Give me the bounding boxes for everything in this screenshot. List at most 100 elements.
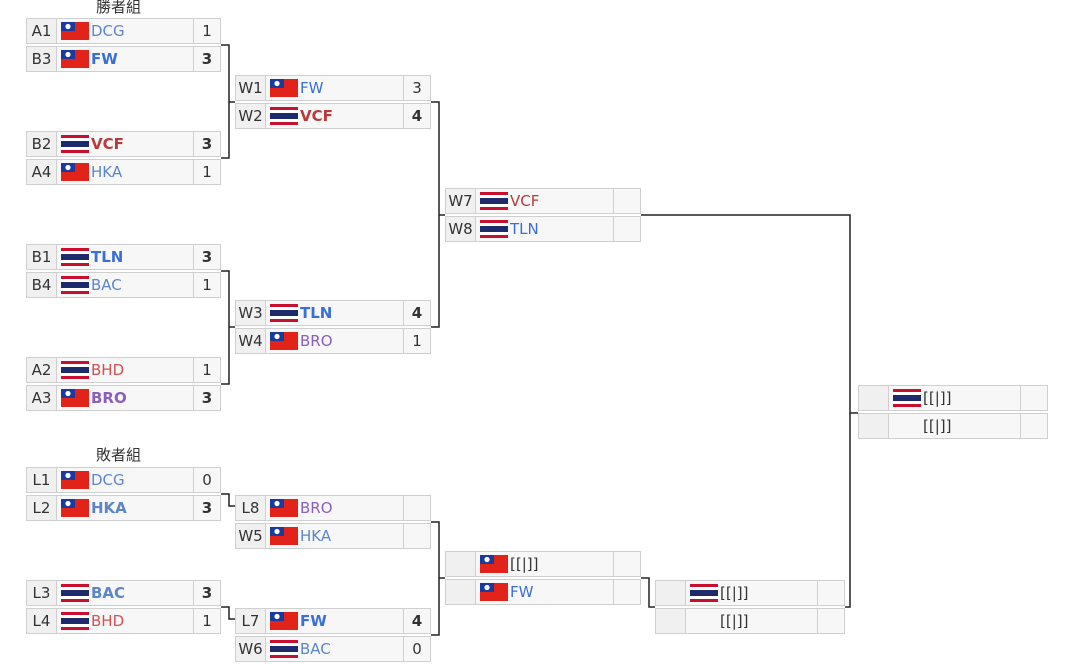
team-row[interactable]: [[|]] bbox=[445, 551, 641, 577]
team-name[interactable]: FW bbox=[300, 79, 324, 97]
thailand-flag-icon bbox=[61, 584, 89, 602]
taiwan-flag-icon bbox=[61, 163, 89, 181]
team-cell[interactable]: BAC bbox=[57, 581, 194, 605]
team-row[interactable]: [[|]] bbox=[655, 608, 845, 634]
team-name[interactable]: VCF bbox=[510, 192, 540, 210]
team-name[interactable]: DCG bbox=[91, 471, 125, 489]
team-cell[interactable]: [[|]] bbox=[476, 552, 614, 576]
team-name[interactable]: TLN bbox=[510, 220, 539, 238]
team-cell[interactable]: DCG bbox=[57, 468, 194, 492]
team-name[interactable]: BHD bbox=[91, 612, 125, 630]
team-cell[interactable]: FW bbox=[57, 47, 194, 71]
team-name[interactable]: BAC bbox=[91, 584, 126, 602]
team-name[interactable]: BRO bbox=[300, 332, 333, 350]
team-cell[interactable]: TLN bbox=[476, 217, 614, 241]
team-cell[interactable]: FW bbox=[266, 609, 404, 633]
seed-label bbox=[446, 580, 476, 604]
team-cell[interactable]: FW bbox=[476, 580, 614, 604]
team-cell[interactable]: HKA bbox=[266, 524, 404, 548]
team-name[interactable]: BAC bbox=[91, 276, 122, 294]
team-cell[interactable]: VCF bbox=[57, 132, 194, 156]
seed-label: L3 bbox=[27, 581, 57, 605]
team-name[interactable]: BAC bbox=[300, 640, 331, 658]
team-cell[interactable]: FW bbox=[266, 76, 404, 100]
team-name[interactable]: VCF bbox=[91, 135, 124, 153]
team-cell[interactable]: VCF bbox=[266, 104, 404, 128]
taiwan-flag-icon bbox=[61, 499, 89, 517]
team-cell[interactable]: BRO bbox=[266, 496, 404, 520]
team-name[interactable]: FW bbox=[300, 612, 327, 630]
score-cell bbox=[1021, 386, 1047, 410]
team-cell[interactable]: BHD bbox=[57, 358, 194, 382]
team-cell[interactable]: BAC bbox=[57, 273, 194, 297]
team-name[interactable]: [[|]] bbox=[720, 612, 749, 630]
team-row[interactable]: [[|]] bbox=[655, 580, 845, 606]
team-cell[interactable]: [[|]] bbox=[686, 609, 818, 633]
team-name[interactable]: FW bbox=[510, 583, 534, 601]
team-row[interactable]: [[|]] bbox=[858, 413, 1048, 439]
team-cell[interactable]: TLN bbox=[57, 245, 194, 269]
team-row[interactable]: FW bbox=[445, 579, 641, 605]
team-name[interactable]: BHD bbox=[91, 361, 125, 379]
team-cell[interactable]: BRO bbox=[57, 386, 194, 410]
team-name[interactable]: [[|]] bbox=[923, 389, 952, 407]
team-cell[interactable]: HKA bbox=[57, 160, 194, 184]
team-name[interactable]: TLN bbox=[91, 248, 124, 266]
team-cell[interactable]: BRO bbox=[266, 329, 404, 353]
seed-label: B4 bbox=[27, 273, 57, 297]
seed-label: B3 bbox=[27, 47, 57, 71]
team-name[interactable]: FW bbox=[91, 50, 118, 68]
team-row[interactable]: B4 BAC 1 bbox=[26, 272, 221, 298]
score-cell: 0 bbox=[194, 468, 220, 492]
team-cell[interactable]: BHD bbox=[57, 609, 194, 633]
team-cell[interactable]: [[|]] bbox=[889, 414, 1021, 438]
match-box: [[|]] [[|]] bbox=[655, 580, 845, 636]
team-name[interactable]: TLN bbox=[300, 304, 333, 322]
team-name[interactable]: [[|]] bbox=[510, 555, 539, 573]
seed-label bbox=[446, 552, 476, 576]
team-cell[interactable]: BAC bbox=[266, 637, 404, 661]
seed-label bbox=[859, 386, 889, 410]
team-name[interactable]: VCF bbox=[300, 107, 333, 125]
score-cell bbox=[614, 217, 640, 241]
team-cell[interactable]: HKA bbox=[57, 496, 194, 520]
team-name[interactable]: HKA bbox=[300, 527, 332, 545]
team-cell[interactable]: VCF bbox=[476, 189, 614, 213]
team-name[interactable]: BRO bbox=[300, 499, 333, 517]
team-name[interactable]: DCG bbox=[91, 22, 125, 40]
team-name[interactable]: HKA bbox=[91, 163, 123, 181]
team-row[interactable]: [[|]] bbox=[858, 385, 1048, 411]
team-name[interactable]: [[|]] bbox=[923, 417, 952, 435]
team-name[interactable]: HKA bbox=[91, 499, 127, 517]
seed-label: B2 bbox=[27, 132, 57, 156]
team-name[interactable]: BRO bbox=[91, 389, 127, 407]
team-cell[interactable]: [[|]] bbox=[889, 386, 1021, 410]
team-cell[interactable]: [[|]] bbox=[686, 581, 818, 605]
team-name[interactable]: [[|]] bbox=[720, 584, 749, 602]
seed-label: A3 bbox=[27, 386, 57, 410]
score-cell: 1 bbox=[194, 273, 220, 297]
team-cell[interactable]: DCG bbox=[57, 19, 194, 43]
team-cell[interactable]: TLN bbox=[266, 301, 404, 325]
